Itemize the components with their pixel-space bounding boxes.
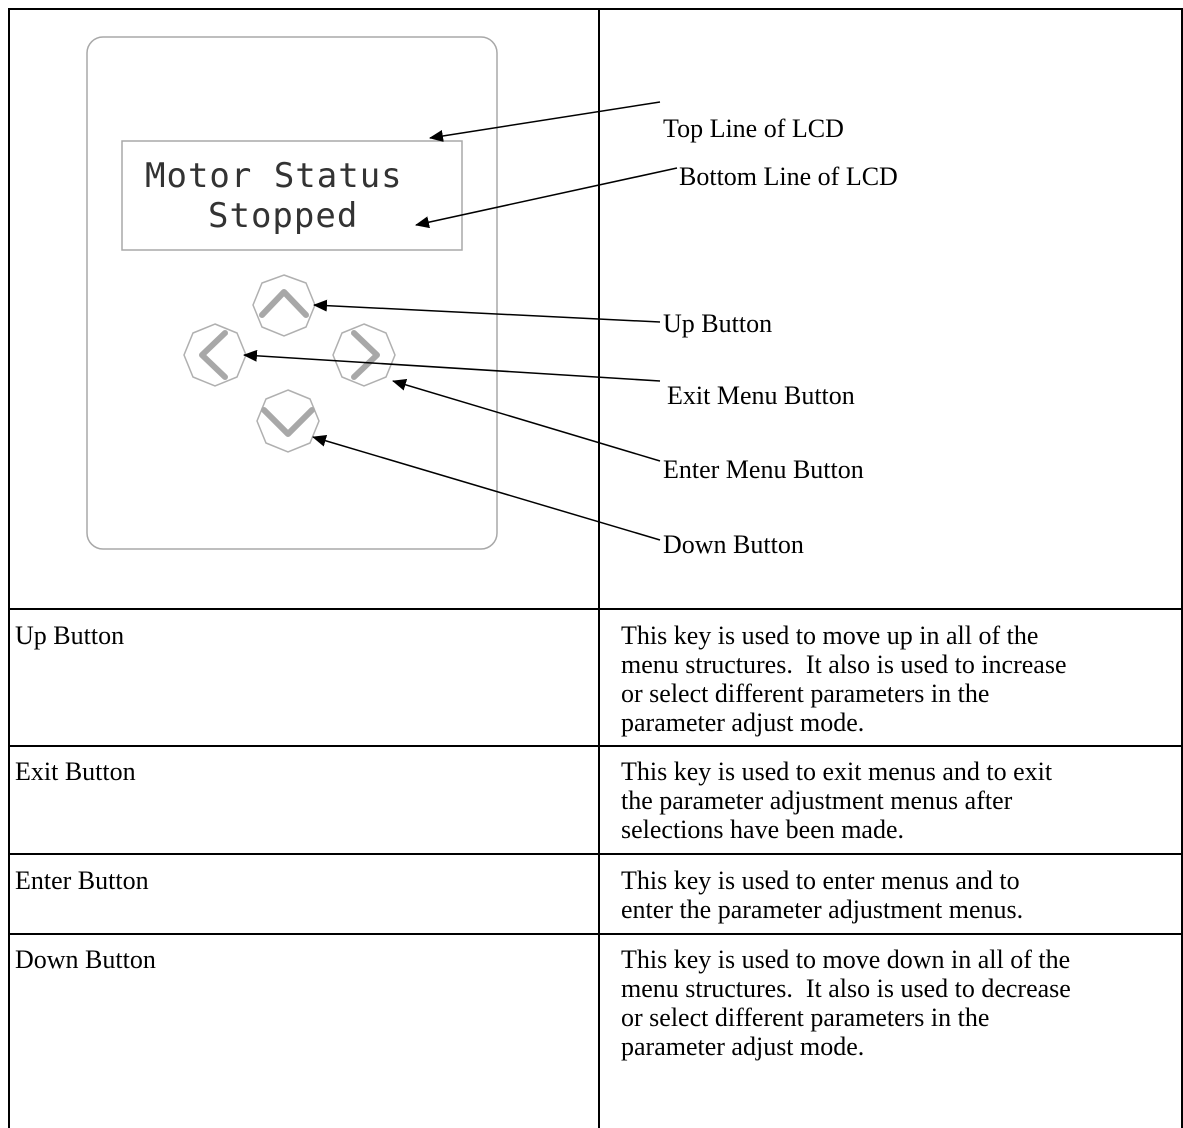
leader-down-button (312, 434, 661, 541)
leader-enter-menu-button (392, 378, 661, 462)
chevron-left-icon (199, 330, 228, 380)
table-middle-divider (598, 8, 600, 1128)
leader-bottom-line-of-lcd (415, 167, 678, 229)
description-line: This key is used to exit menus and to ex… (621, 757, 1053, 786)
table-top-border (8, 8, 1183, 10)
down-button[interactable] (256, 389, 320, 453)
description-line: parameter adjust mode. (621, 1032, 865, 1061)
row-enter-button-key: Enter Button (15, 866, 149, 895)
description-line: the parameter adjustment menus after (621, 786, 1013, 815)
keypad-panel (86, 36, 498, 550)
description-line: menu structures. It also is used to incr… (621, 650, 1067, 679)
table-row-divider-4 (8, 933, 1183, 935)
description-line: This key is used to move down in all of … (621, 945, 1071, 974)
description-line: This key is used to move up in all of th… (621, 621, 1039, 650)
up-button[interactable] (252, 274, 316, 337)
callout-top-line-of-lcd: Top Line of LCD (663, 114, 844, 143)
description-line: This key is used to enter menus and to (621, 866, 1020, 895)
row-down-button-key: Down Button (15, 945, 156, 974)
row-exit-button-key: Exit Button (15, 757, 136, 786)
callout-bottom-line-of-lcd: Bottom Line of LCD (679, 162, 898, 191)
leader-top-line-of-lcd (429, 101, 661, 142)
lcd-bottom-line: Stopped (208, 196, 358, 236)
enter-menu-button[interactable] (332, 323, 396, 387)
row-up-button-description: This key is used to move up in all of th… (621, 621, 1181, 737)
lcd-display (121, 140, 463, 251)
chevron-right-icon (351, 330, 380, 380)
leader-exit-menu-button (243, 349, 661, 382)
table-left-border (8, 8, 10, 1128)
table-row-divider-2 (8, 745, 1183, 747)
row-enter-button-description: This key is used to enter menus and to e… (621, 866, 1181, 924)
table-row-divider-3 (8, 853, 1183, 855)
exit-menu-button[interactable] (183, 323, 247, 387)
keypad-diagram: Motor Status Stopped (86, 36, 678, 550)
callout-down-button: Down Button (663, 530, 804, 559)
table-row-divider-1 (8, 608, 1183, 610)
callout-up-button: Up Button (663, 309, 773, 338)
description-line: selections have been made. (621, 815, 904, 844)
row-down-button-description: This key is used to move down in all of … (621, 945, 1181, 1061)
description-line: or select different parameters in the (621, 679, 990, 708)
description-line: menu structures. It also is used to decr… (621, 974, 1071, 1003)
lcd-top-line: Motor Status (145, 156, 403, 196)
description-line: parameter adjust mode. (621, 708, 865, 737)
row-up-button-key: Up Button (15, 621, 125, 650)
leader-up-button (313, 299, 661, 323)
description-line: enter the parameter adjustment menus. (621, 895, 1024, 924)
table-right-border (1181, 8, 1183, 1128)
callout-exit-menu-button: Exit Menu Button (667, 381, 855, 410)
chevron-up-icon (259, 289, 309, 318)
row-exit-button-description: This key is used to exit menus and to ex… (621, 757, 1181, 844)
chevron-down-icon (261, 407, 315, 437)
callout-enter-menu-button: Enter Menu Button (663, 455, 864, 484)
description-line: or select different parameters in the (621, 1003, 990, 1032)
